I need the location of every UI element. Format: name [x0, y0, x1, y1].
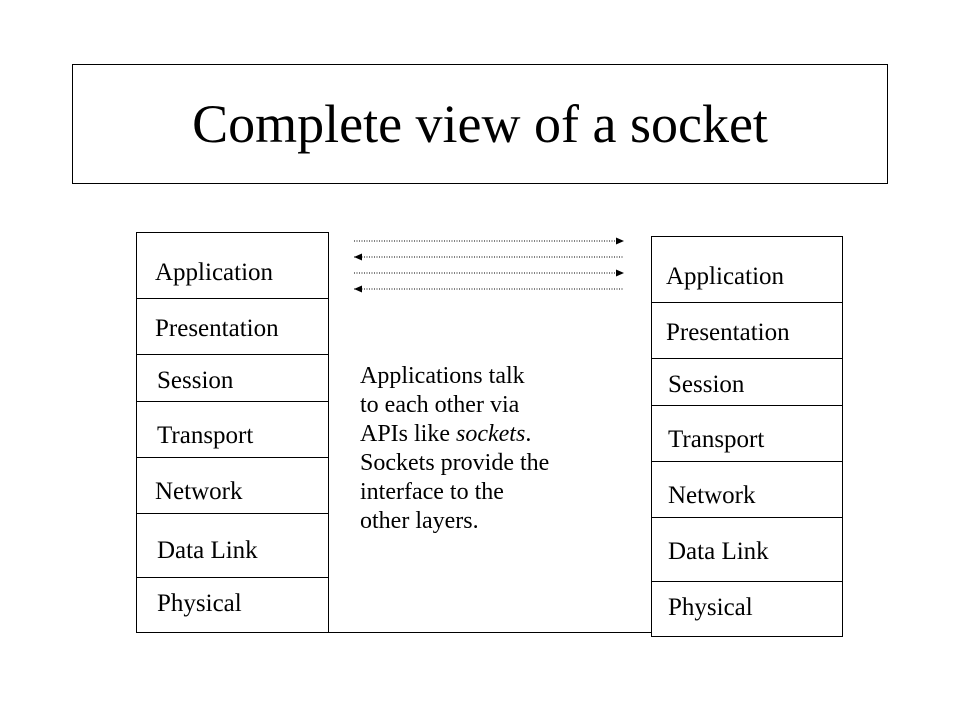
- right-layer-label: Physical: [668, 594, 753, 621]
- arrow-right-icon: [616, 269, 624, 277]
- description-emphasis: sockets: [456, 421, 526, 447]
- right-layer-physical: Physical: [652, 581, 842, 638]
- right-layer-label: Session: [668, 371, 745, 398]
- left-divider: [137, 298, 328, 299]
- left-divider: [137, 354, 328, 355]
- right-layer-label: Network: [668, 482, 756, 509]
- left-layer-label: Session: [157, 367, 234, 394]
- right-layer-transport: Transport: [652, 405, 842, 461]
- right-layer-data-link: Data Link: [652, 517, 842, 581]
- left-layer-application: Application: [137, 233, 328, 298]
- arrow-left-icon: [354, 253, 362, 261]
- right-layer-session: Session: [652, 358, 842, 405]
- left-layer-data-link: Data Link: [137, 513, 328, 577]
- left-layer-transport: Transport: [137, 401, 328, 457]
- description-text: Applications talk to each other via APIs…: [360, 362, 640, 536]
- left-divider: [137, 577, 328, 578]
- right-protocol-stack: Application Presentation Session Transpo…: [651, 236, 843, 637]
- description-fragment: .: [525, 421, 532, 447]
- communication-arrows: [354, 237, 624, 293]
- left-layer-label: Data Link: [157, 537, 258, 564]
- description-line: interface to the: [360, 479, 504, 505]
- arrow-left-icon: [354, 285, 362, 293]
- left-layer-label: Presentation: [155, 315, 279, 342]
- description-line: APIs like sockets.: [360, 420, 640, 449]
- right-layer-label: Presentation: [666, 319, 790, 346]
- right-layer-presentation: Presentation: [652, 302, 842, 358]
- right-layer-network: Network: [652, 461, 842, 517]
- right-layer-label: Data Link: [668, 538, 769, 565]
- right-layer-application: Application: [652, 237, 842, 302]
- description-line: Sockets provide the: [360, 450, 550, 476]
- description-line: to each other via: [360, 392, 520, 418]
- left-layer-label: Physical: [157, 590, 242, 617]
- right-divider: [652, 517, 842, 518]
- right-divider: [652, 461, 842, 462]
- right-divider: [652, 581, 842, 582]
- description-fragment: APIs like: [360, 421, 456, 447]
- left-divider: [137, 513, 328, 514]
- left-layer-label: Network: [155, 478, 243, 505]
- title-box: Complete view of a socket: [72, 64, 888, 184]
- description-line: other layers.: [360, 508, 479, 534]
- right-layer-label: Application: [666, 263, 785, 290]
- left-protocol-stack: Application Presentation Session Transpo…: [136, 232, 329, 633]
- left-layer-session: Session: [137, 354, 328, 401]
- page-title: Complete view of a socket: [192, 94, 768, 154]
- arrow-right-icon: [616, 237, 624, 245]
- left-layer-physical: Physical: [137, 577, 328, 634]
- right-layer-label: Transport: [668, 426, 765, 453]
- left-divider: [137, 401, 328, 402]
- right-divider: [652, 358, 842, 359]
- right-divider: [652, 302, 842, 303]
- description-line: Applications talk: [360, 363, 525, 389]
- bottom-connector-line: [329, 632, 651, 633]
- right-divider: [652, 405, 842, 406]
- left-divider: [137, 457, 328, 458]
- left-layer-network: Network: [137, 457, 328, 513]
- left-layer-presentation: Presentation: [137, 298, 328, 354]
- left-layer-label: Transport: [157, 422, 254, 449]
- left-layer-label: Application: [155, 259, 274, 286]
